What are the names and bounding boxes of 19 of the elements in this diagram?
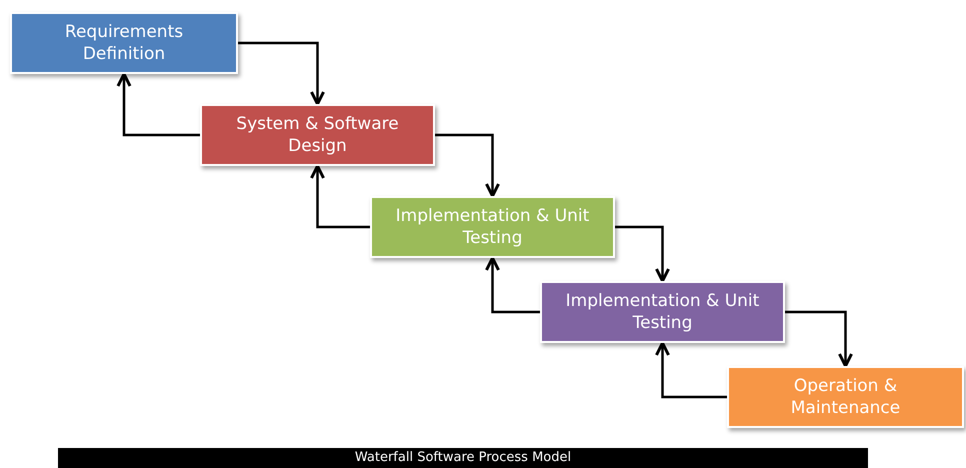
box-label: Operation & Maintenance <box>790 375 902 419</box>
arrow <box>310 164 370 228</box>
process-box <box>200 104 435 166</box>
arrow <box>116 72 200 136</box>
arrow <box>785 310 853 368</box>
arrow <box>615 226 670 282</box>
process-box <box>10 12 238 74</box>
process-box <box>727 366 964 428</box>
box-label: System & Software Design <box>235 113 400 157</box>
arrow <box>655 342 727 398</box>
arrow <box>485 256 540 314</box>
box-label: Requirements Definition <box>64 21 184 65</box>
process-box <box>370 196 615 258</box>
caption: Waterfall Software Process Model <box>58 448 868 468</box>
box-label: Implementation & Unit Testing <box>394 205 590 249</box>
arrow <box>435 134 500 198</box>
box-label: Implementation & Unit Testing <box>564 290 760 334</box>
arrow <box>238 42 325 106</box>
process-box <box>540 281 785 343</box>
